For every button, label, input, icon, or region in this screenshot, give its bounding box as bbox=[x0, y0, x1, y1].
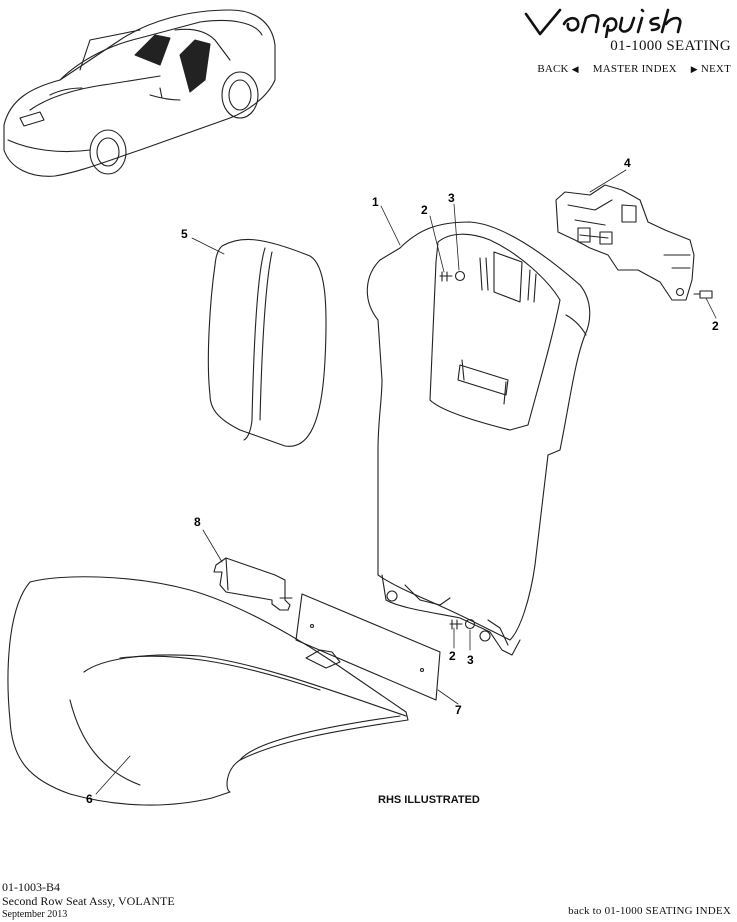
part-6-seat-cushion bbox=[7, 576, 409, 806]
callout-7: 7 bbox=[455, 703, 462, 717]
callout-4: 4 bbox=[624, 156, 631, 170]
fastener-lower bbox=[449, 618, 476, 630]
callout-2-lower: 2 bbox=[449, 649, 456, 663]
bolt-right bbox=[693, 290, 713, 299]
leader-lines bbox=[95, 169, 717, 795]
part-1-seat-back-shell bbox=[366, 221, 591, 656]
callout-2-upper: 2 bbox=[421, 203, 428, 217]
left-arrow-icon: ◀ bbox=[571, 64, 579, 74]
navigation-bar: BACK ◀ MASTER INDEX ▶ NEXT bbox=[537, 63, 731, 75]
callout-2-right: 2 bbox=[712, 319, 719, 333]
back-link[interactable]: BACK ◀ bbox=[537, 63, 578, 75]
callout-3-upper: 3 bbox=[448, 191, 455, 205]
back-label: BACK bbox=[537, 63, 569, 75]
part-5-backrest-cushion bbox=[207, 238, 327, 447]
part-7-trim-panel bbox=[295, 593, 441, 701]
callout-5: 5 bbox=[181, 227, 188, 241]
callout-1: 1 bbox=[372, 195, 379, 209]
callout-6: 6 bbox=[86, 792, 93, 806]
footer-info: 01-1003-B4 Second Row Seat Assy, VOLANTE… bbox=[2, 880, 175, 922]
part-8-small-bracket bbox=[213, 557, 293, 611]
part-description: Second Row Seat Assy, VOLANTE bbox=[2, 894, 175, 908]
master-index-link[interactable]: MASTER INDEX bbox=[592, 63, 677, 75]
part-code: 01-1003-B4 bbox=[2, 880, 60, 894]
publication-date: September 2013 bbox=[2, 909, 68, 920]
next-label: NEXT bbox=[700, 63, 731, 75]
callout-3-lower: 3 bbox=[467, 653, 474, 667]
part-4-bracket bbox=[555, 184, 695, 301]
callout-8: 8 bbox=[194, 515, 201, 529]
next-link[interactable]: ▶ NEXT bbox=[691, 63, 731, 75]
back-to-index-link[interactable]: back to 01-1000 SEATING INDEX bbox=[568, 905, 731, 917]
car-thumbnail-image bbox=[3, 9, 276, 177]
section-title: 01-1000 SEATING bbox=[610, 38, 731, 54]
rhs-illustrated-note: RHS ILLUSTRATED bbox=[378, 794, 480, 806]
right-arrow-icon: ▶ bbox=[690, 64, 698, 74]
fastener-upper bbox=[439, 270, 466, 282]
vanquish-logo bbox=[524, 8, 682, 38]
